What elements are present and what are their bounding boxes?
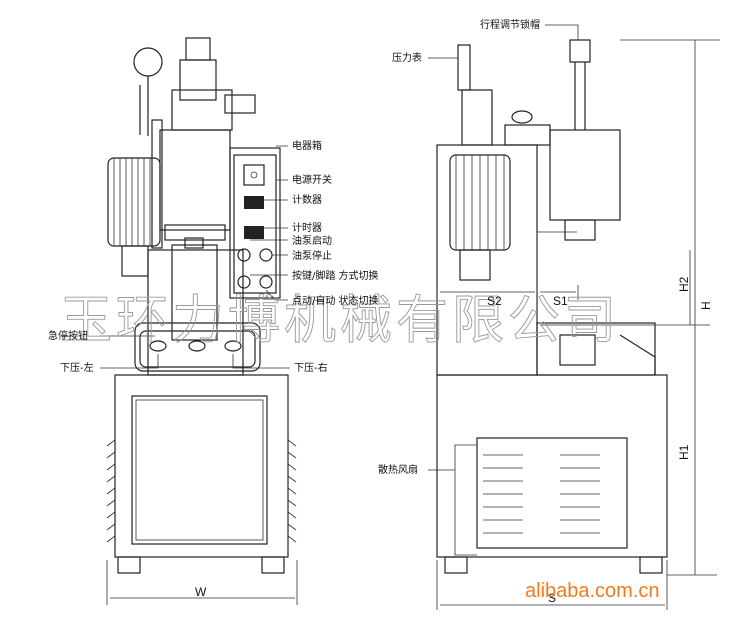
label-emergency-stop: 急停按钮: [48, 329, 88, 342]
label-cooling-fan: 散热风扇: [378, 463, 418, 476]
dim-s1: S1: [553, 294, 568, 308]
label-jog-auto-switch: 点动/自动 状态切换: [292, 294, 379, 307]
label-stroke-lock-cap: 行程调节锁帽: [480, 18, 540, 31]
label-counter: 计数器: [292, 193, 322, 206]
dim-s: S: [548, 591, 556, 605]
dim-s2: S2: [487, 294, 502, 308]
label-electrical-box: 电器箱: [292, 139, 322, 152]
label-press-right: 下压-右: [294, 361, 328, 374]
label-pump-stop: 油泵停止: [292, 249, 332, 262]
label-button-pedal-switch: 按键/脚踏 方式切换: [292, 269, 379, 282]
side-view: [436, 39, 668, 574]
front-view: [106, 37, 297, 574]
dim-w: W: [195, 585, 207, 599]
label-timer: 计时器: [292, 221, 322, 234]
site-watermark: alibaba.com.cn: [525, 580, 660, 602]
watermark: 玉环力博机械有限公司: [60, 291, 620, 351]
pressure-gauge-icon: [133, 47, 163, 77]
label-press-left: 下压-左: [60, 361, 94, 374]
dim-h: H: [699, 301, 713, 310]
dim-h2: H2: [677, 276, 691, 292]
label-pump-start: 油泵启动: [292, 234, 332, 247]
label-power-switch: 电源开关: [292, 173, 332, 186]
dim-h1: H1: [677, 444, 691, 460]
label-pressure-gauge: 压力表: [392, 51, 422, 64]
